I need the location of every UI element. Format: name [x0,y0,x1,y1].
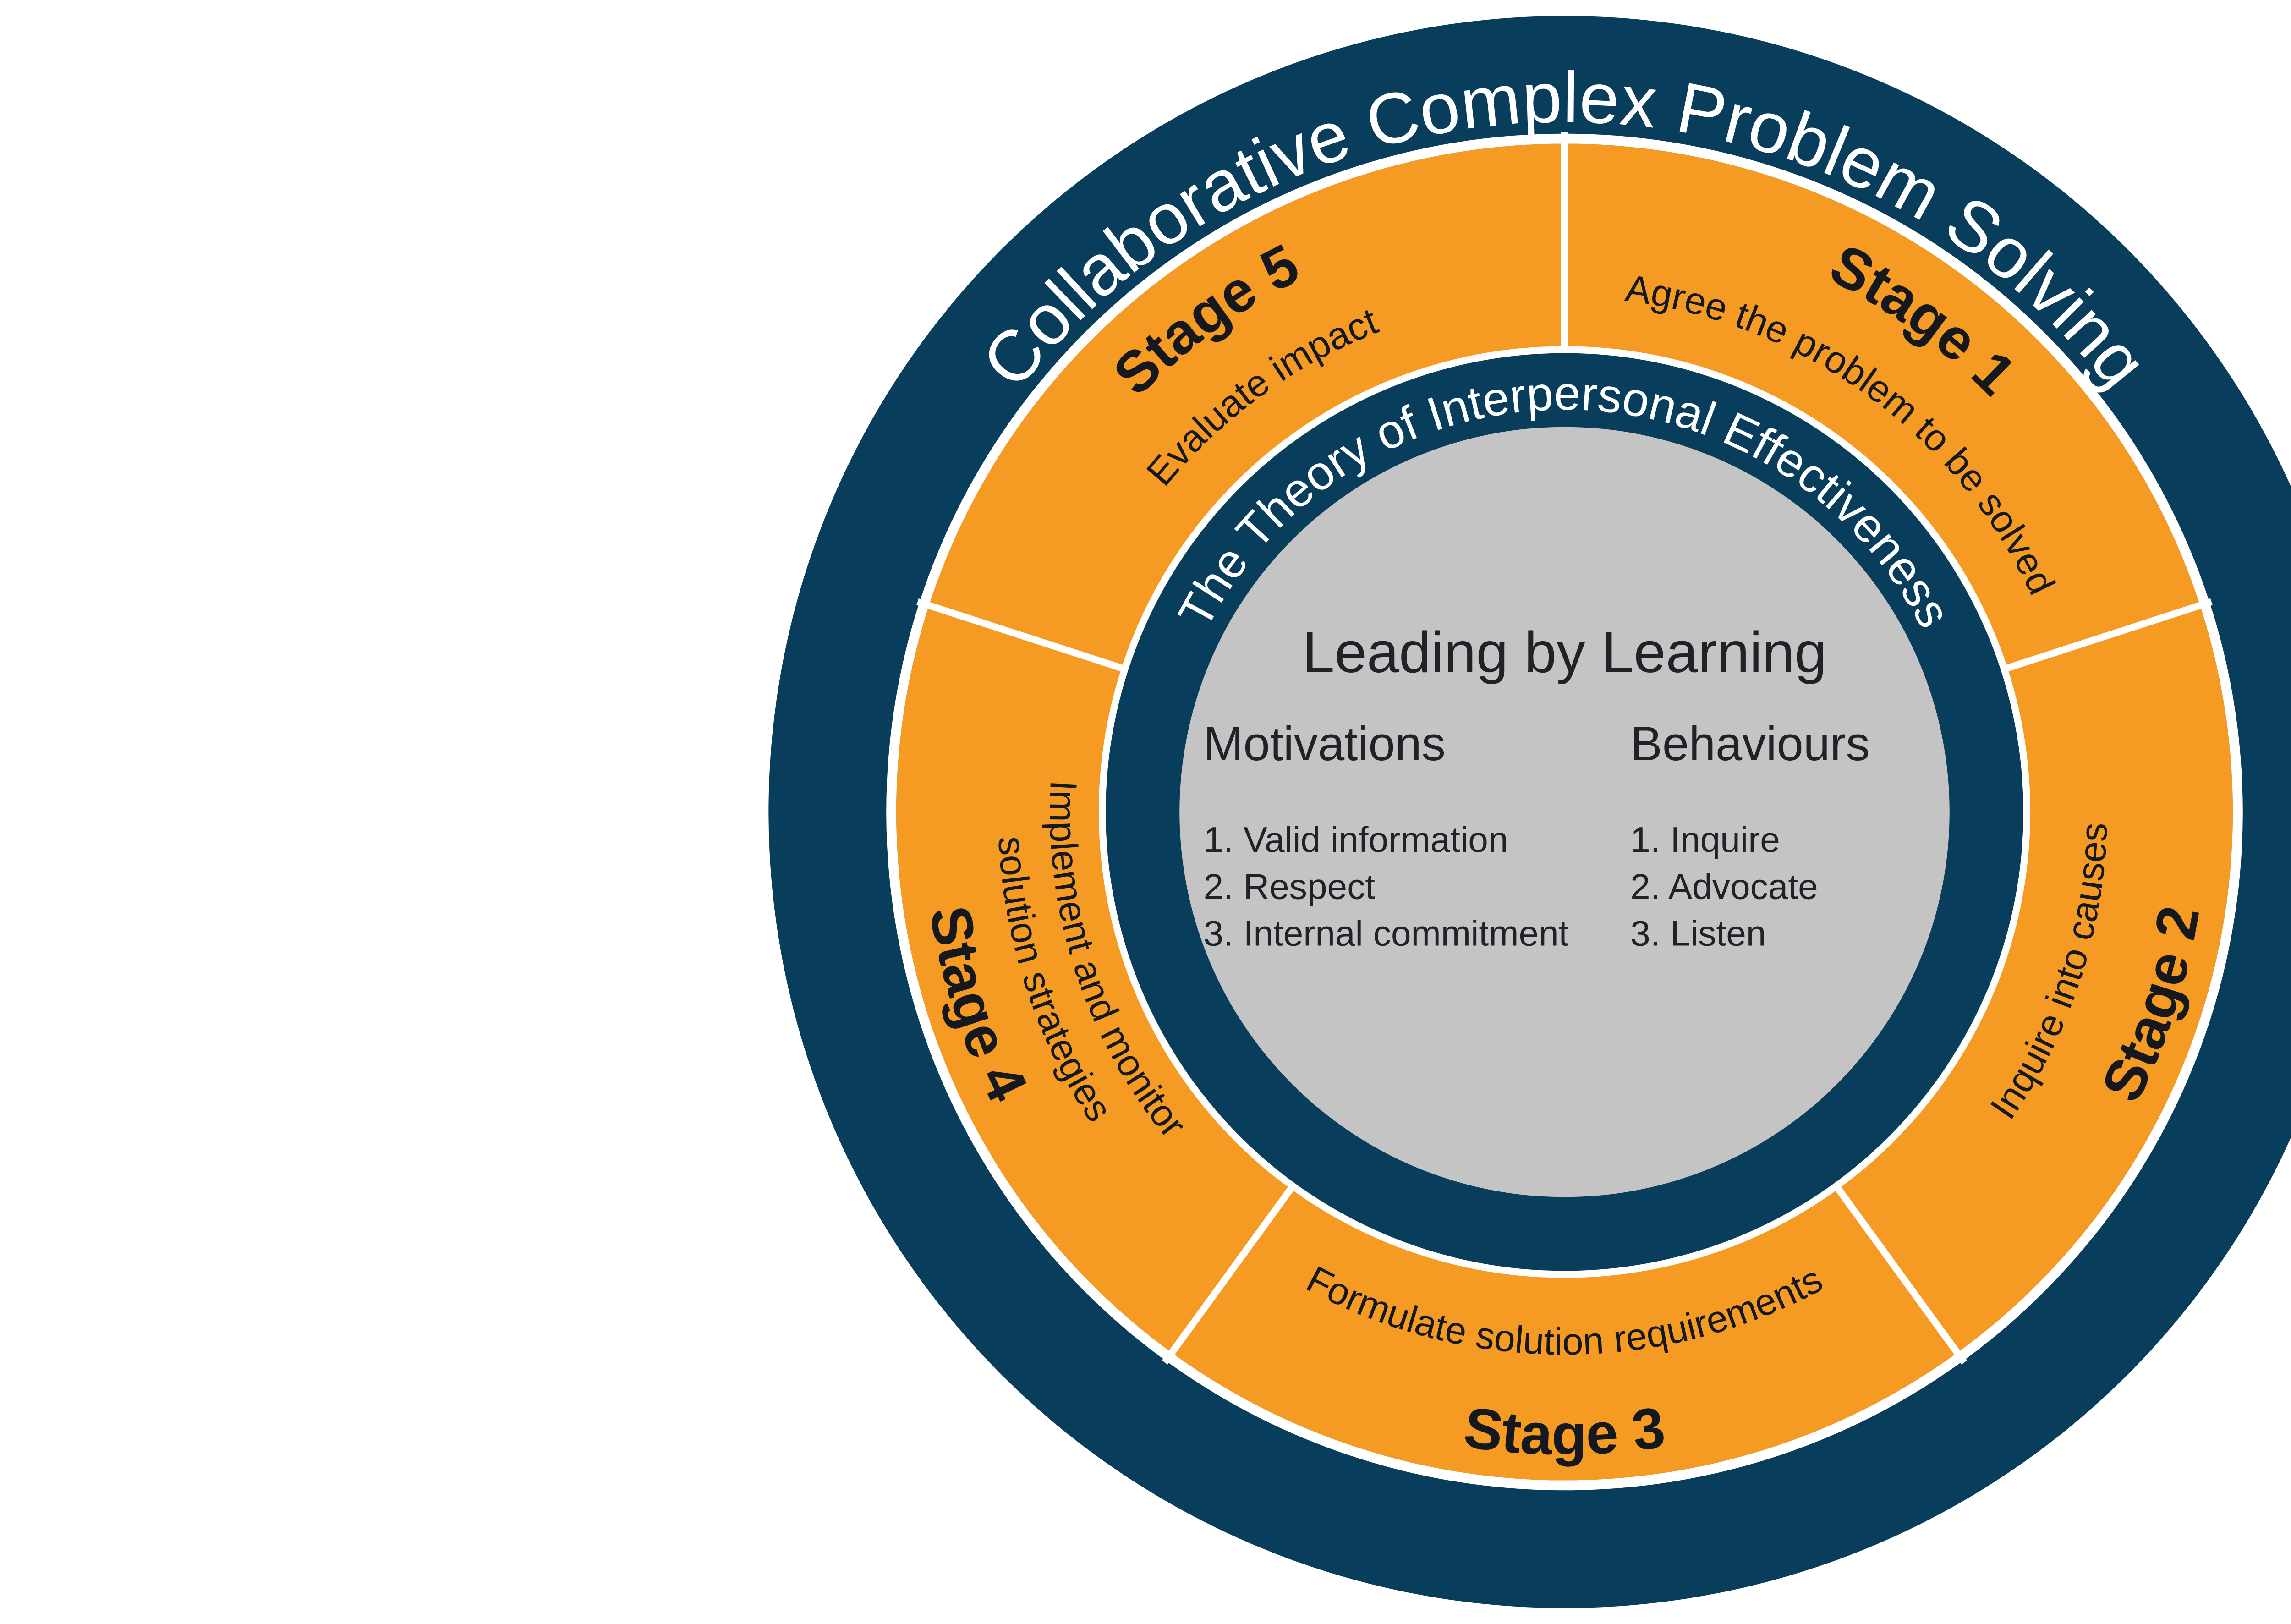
stage-3-label: Stage 3 [1460,1394,1669,1467]
behaviours-column: Behaviours 1. Inquire 2. Advocate 3. Lis… [1630,717,1870,954]
divider-stage3-stage4 [1162,1181,1298,1365]
center-title: Leading by Learning [1302,620,1826,685]
segment-dividers [916,132,2213,1365]
motivations-column: Motivations 1. Valid information 2. Resp… [1203,717,1568,954]
behaviours-item-2: 2. Advocate [1630,866,1818,906]
behaviours-heading: Behaviours [1630,717,1870,771]
divider-stage4-stage5 [916,598,1129,674]
motivations-item-1: 1. Valid information [1203,819,1508,860]
behaviours-item-3: 3. Listen [1630,913,1766,954]
center-content: Leading by Learning Motivations 1. Valid… [1203,620,1869,953]
divider-stage1-stage2 [2000,598,2213,674]
motivations-item-3: 3. Internal commitment [1203,913,1568,954]
center-circle [1179,427,1950,1197]
behaviours-item-1: 1. Inquire [1630,819,1780,860]
wheel-rings [768,16,2291,1608]
motivations-item-2: 2. Respect [1203,866,1375,906]
divider-stage2-stage3 [1831,1181,1968,1365]
motivations-heading: Motivations [1203,717,1445,771]
